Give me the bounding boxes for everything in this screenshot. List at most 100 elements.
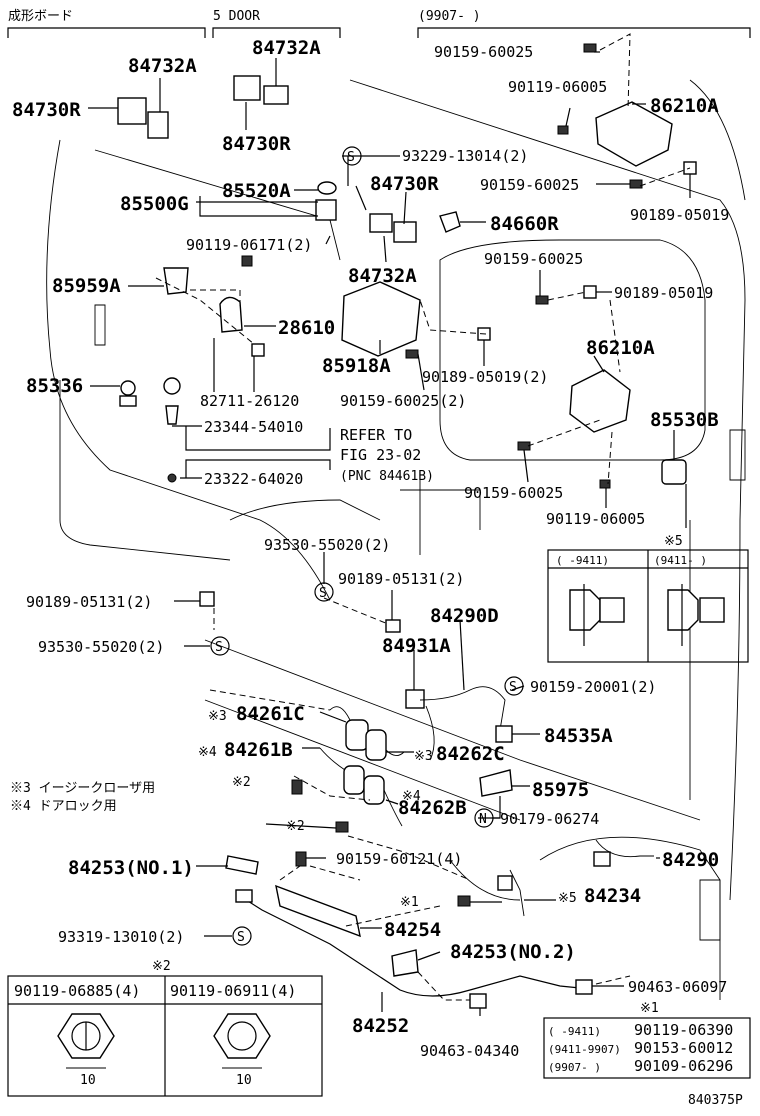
- pn-90189-05019-b: 90189-05019: [614, 284, 713, 302]
- ecu-85918a-shape: [341, 281, 421, 357]
- label-84261b: 84261B: [224, 739, 293, 761]
- switch-84730r-shape: [117, 97, 147, 125]
- inset5-grommet-old: [569, 589, 601, 631]
- switch-84261c-shape: [345, 719, 369, 751]
- bracket-84253-1-shape: [225, 855, 259, 875]
- pn-82711-26120: 82711-26120: [200, 392, 299, 410]
- connector-84290-shape: [593, 851, 611, 867]
- symbol-s-3: S: [215, 640, 223, 655]
- figure-code: 840375P: [688, 1093, 743, 1108]
- pn-90119-06005-b: 90119-06005: [546, 510, 645, 528]
- bolt-90159-b: [629, 179, 643, 189]
- label-84252: 84252: [352, 1015, 409, 1037]
- pn-23322-64020: 23322-64020: [204, 470, 303, 488]
- label-84254: 84254: [384, 919, 441, 941]
- label-84931a: 84931A: [382, 635, 451, 657]
- inset5-col1: ( -9411): [556, 554, 609, 567]
- inset1-part-1: 90119-06390: [634, 1021, 733, 1039]
- part-85975-shape: [479, 769, 513, 797]
- switch-84262c-shape: [365, 729, 387, 761]
- label-85520a: 85520A: [222, 180, 291, 202]
- label-84290: 84290: [662, 849, 719, 871]
- header-dashboard: 成形ボード: [8, 9, 73, 24]
- inset5-mount-new: [699, 597, 725, 623]
- clip-82711: [251, 343, 265, 357]
- bracket-85959a-shape: [163, 267, 189, 295]
- inset5-col2: (9411- ): [654, 554, 707, 567]
- pn-23344-54010: 23344-54010: [204, 418, 303, 436]
- inset1-title: ※1: [640, 1001, 659, 1016]
- inset2-col1: 90119-06885(4): [14, 982, 140, 1000]
- label-84262c: 84262C: [436, 743, 505, 765]
- label-86210a-2: 86210A: [586, 337, 655, 359]
- screw-mark2-b: [335, 821, 349, 833]
- grommet-shape: [163, 377, 181, 395]
- pn-90179-06274: 90179-06274: [500, 810, 599, 828]
- clip-90189-b: [583, 285, 597, 299]
- part-85336-shape: [120, 380, 136, 396]
- pn-90463-06097: 90463-06097: [628, 978, 727, 996]
- mark4-84261b: ※4: [198, 745, 217, 760]
- label-86210a-1: 86210A: [650, 95, 719, 117]
- label-84732a-3: 84732A: [348, 265, 417, 287]
- mark2-b: ※2: [286, 819, 305, 834]
- switch-center-84732a-shape: [369, 213, 393, 233]
- symbol-circles: S S S S S N: [210, 146, 524, 946]
- pn-90119-06171: 90119-06171(2): [186, 236, 312, 254]
- inset2-hex-bolt-2: [213, 1013, 271, 1059]
- refer-line1: REFER TO: [340, 426, 412, 444]
- label-85918a: 85918A: [322, 355, 391, 377]
- inset2-dim2: 10: [236, 1073, 252, 1088]
- part-number-labels: 90159-60025 90119-06005 93229-13014(2) 9…: [26, 43, 729, 1060]
- switch-84262b-shape: [363, 775, 385, 805]
- pn-90463-04340: 90463-04340: [420, 1042, 519, 1060]
- inset1-range-2: (9411-9907): [548, 1043, 621, 1056]
- clip-90189-05131-b: [385, 619, 401, 633]
- bracket-84253-2-shape: [391, 949, 419, 977]
- switch-84261b-shape: [343, 765, 365, 795]
- label-84535a: 84535A: [544, 725, 613, 747]
- header-brackets: 成形ボード 5 DOOR (9907- ): [7, 9, 751, 38]
- screw-90119-a: [557, 125, 569, 135]
- clip-90189-05131-a: [199, 591, 215, 607]
- inset2-dim1: 10: [80, 1073, 96, 1088]
- pn-90159-60025-d: 90159-60025(2): [340, 392, 466, 410]
- inset2-col2: 90119-06911(4): [170, 982, 296, 1000]
- bracket-84254-shape: [275, 884, 361, 938]
- mark5-84234: ※5: [558, 891, 577, 906]
- pn-90159-60025-b: 90159-60025: [480, 176, 579, 194]
- vehicle-outline: [46, 79, 746, 1000]
- bolt-90159-c: [535, 295, 549, 305]
- label-85959a: 85959A: [52, 275, 121, 297]
- switch-5door-84732a-shape: [263, 85, 289, 105]
- part-85336-base: [119, 395, 137, 407]
- label-84253-no2: 84253(NO.2): [450, 941, 576, 963]
- pn-90119-06005-a: 90119-06005: [508, 78, 607, 96]
- label-84730r-1: 84730R: [12, 99, 81, 121]
- bolt-90159-a: [583, 43, 597, 53]
- inset1-part-3: 90109-06296: [634, 1057, 733, 1075]
- refer-line3: (PNC 84461B): [340, 469, 434, 484]
- pn-90159-60025-e: 90159-60025: [464, 484, 563, 502]
- switch-84660r-shape: [439, 211, 461, 233]
- switch-center-84730r-shape: [393, 221, 417, 243]
- screw-mark1: [457, 895, 471, 907]
- note-marks: ※3 ※4 ※2 ※2 ※4 ※3 ※1 ※5 ※3 イージークローザ用 ※4 …: [10, 709, 577, 910]
- label-84262b: 84262B: [398, 797, 467, 819]
- mark4-84262b: ※4: [402, 789, 421, 804]
- pn-90189-05131-a: 90189-05131(2): [26, 593, 152, 611]
- pn-90159-20001: 90159-20001(2): [530, 678, 656, 696]
- inset1-part-2: 90153-60012: [634, 1039, 733, 1057]
- big-labels: 84732A 84730R 84732A 84730R 85500G 85520…: [12, 37, 719, 1037]
- screw-mark2-a: [291, 779, 303, 795]
- refer-line2: FIG 23-02: [340, 446, 421, 464]
- part-85530b-shape: [661, 459, 687, 485]
- cable-84252-end: [235, 889, 253, 903]
- connector-84931a-shape: [405, 689, 425, 709]
- label-84732a-2: 84732A: [252, 37, 321, 59]
- pn-93530-55020-a: 93530-55020(2): [264, 536, 390, 554]
- module-86210a-upper-shape: [595, 101, 673, 167]
- label-85500g: 85500G: [120, 193, 189, 215]
